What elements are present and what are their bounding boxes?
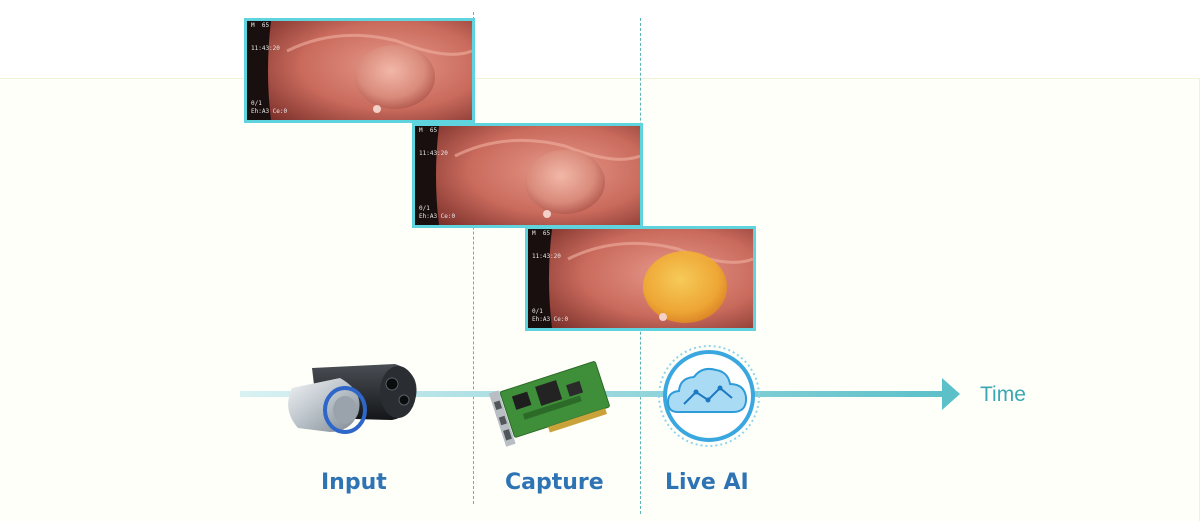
osd-settings-text: Eh:A3 Ce:0 <box>419 213 456 220</box>
timeline-arrowhead <box>942 378 960 410</box>
endoscopy-frame-1: M 65 11:43:20 0/1 Eh:A3 Ce:0 <box>244 18 475 123</box>
osd-time-text: 11:43:20 <box>419 150 448 157</box>
osd-time-text: 11:43:20 <box>251 45 280 52</box>
detection-highlight <box>643 251 727 323</box>
osd-top-text: M 65 <box>419 127 438 134</box>
stage-label-capture: Capture <box>505 470 604 495</box>
osd-top-text: M 65 <box>532 230 551 237</box>
osd-top-text: M 65 <box>251 22 270 29</box>
endoscopy-image-2 <box>415 126 640 225</box>
osd-settings-text: Eh:A3 Ce:0 <box>532 316 569 323</box>
stage-label-input: Input <box>321 470 387 495</box>
endoscopy-image-3 <box>528 229 753 328</box>
endoscope-camera-icon <box>288 364 417 434</box>
osd-settings-text: Eh:A3 Ce:0 <box>251 108 288 115</box>
stage-label-live-ai: Live AI <box>665 470 749 495</box>
endoscopy-image-1 <box>247 21 472 120</box>
endoscopy-frame-3: M 65 11:43:20 0/1 Eh:A3 Ce:0 <box>525 226 756 331</box>
osd-time-text: 11:43:20 <box>532 253 561 260</box>
osd-counter-text: 0/1 <box>251 100 262 107</box>
ai-cloud-icon <box>658 345 760 447</box>
osd-counter-text: 0/1 <box>532 308 543 315</box>
endoscopy-frame-2: M 65 11:43:20 0/1 Eh:A3 Ce:0 <box>412 123 643 228</box>
capture-card-icon <box>488 361 610 447</box>
osd-counter-text: 0/1 <box>419 205 430 212</box>
time-axis-label: Time <box>980 383 1026 406</box>
divider-input-capture <box>473 12 474 504</box>
